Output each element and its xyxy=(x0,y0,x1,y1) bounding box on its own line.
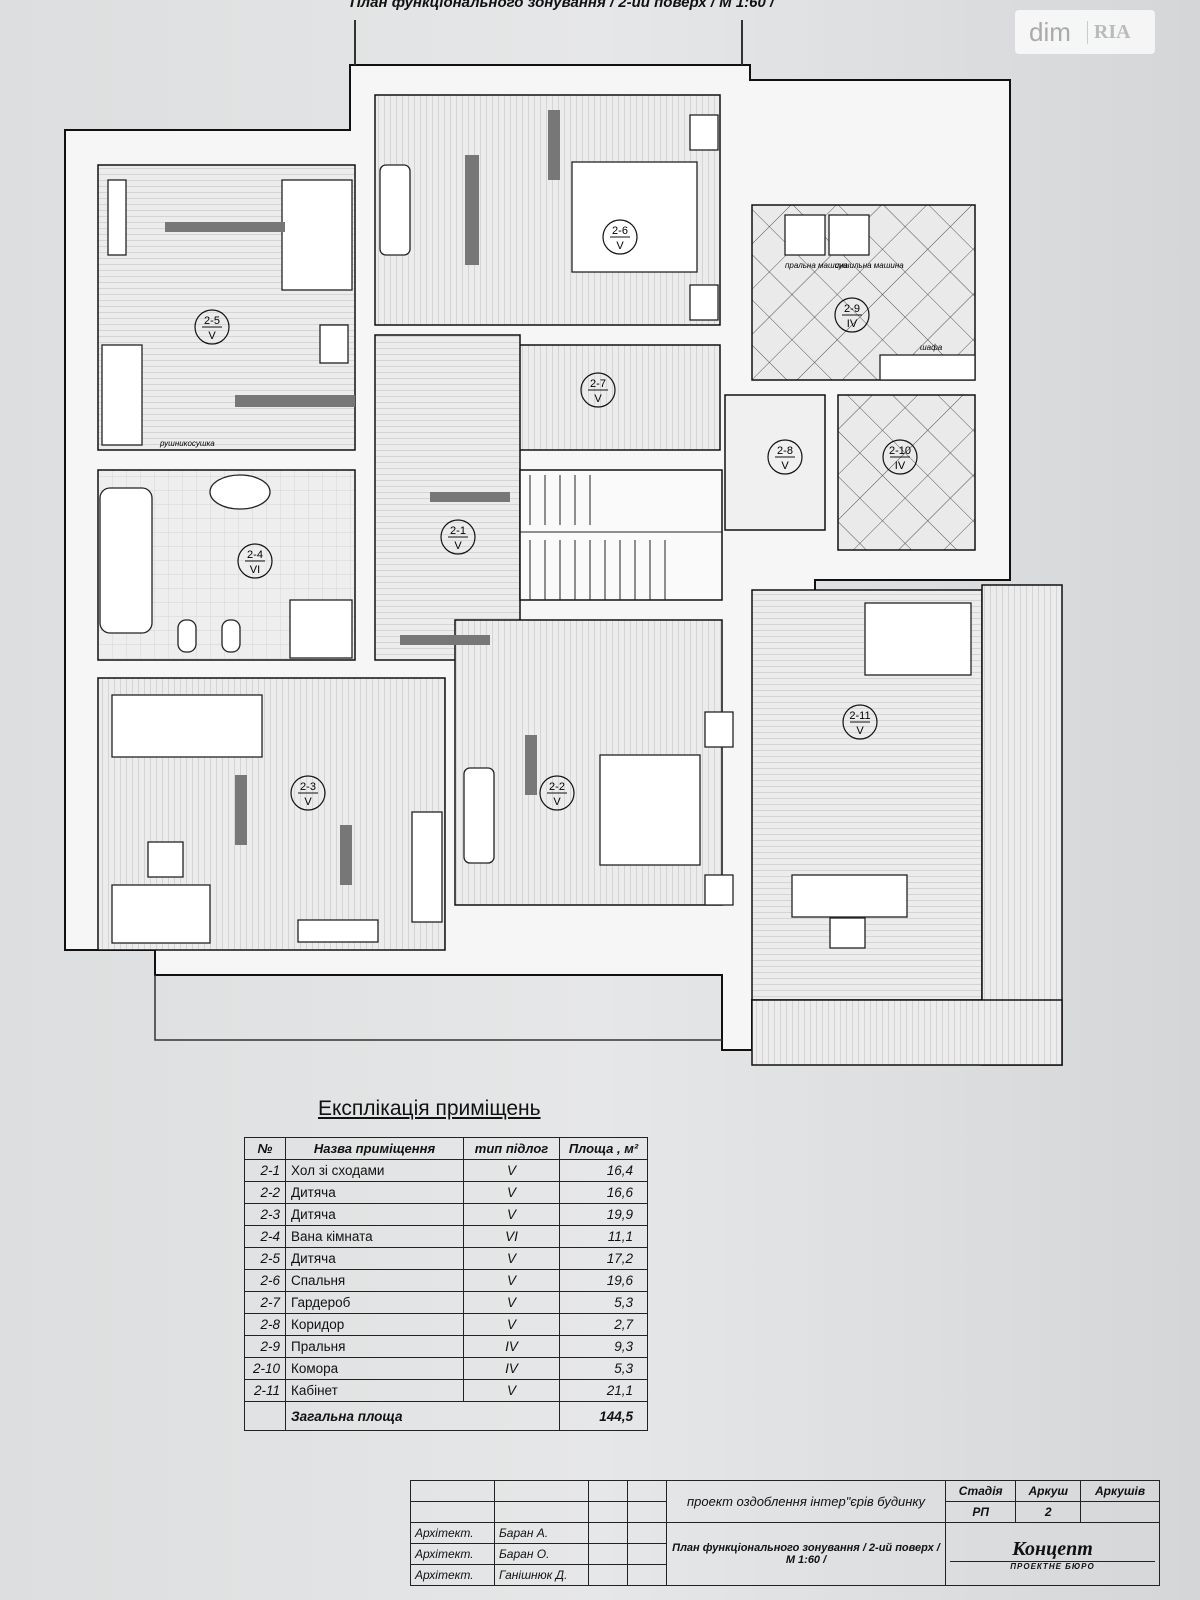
svg-text:VI: VI xyxy=(250,564,260,576)
room-tag-2-6: 2-6V xyxy=(602,219,638,255)
title-block: проект оздоблення інтер"єрів будинку Ста… xyxy=(410,1480,1160,1586)
svg-text:2-10: 2-10 xyxy=(889,445,911,457)
svg-text:2-8: 2-8 xyxy=(777,445,793,457)
room-tag-2-8: 2-8V xyxy=(767,439,803,475)
svg-text:2-7: 2-7 xyxy=(590,378,606,390)
room-tag-2-7: 2-7V xyxy=(580,372,616,408)
plan-title: План функціонального зонування / 2-ий по… xyxy=(350,0,775,11)
svg-text:V: V xyxy=(856,725,864,737)
svg-text:V: V xyxy=(208,330,216,342)
washer-label: пральна машина xyxy=(785,261,848,270)
svg-text:2-2: 2-2 xyxy=(549,781,565,793)
svg-text:V: V xyxy=(594,393,602,405)
room-tag-2-4: 2-4VI xyxy=(237,543,273,579)
svg-text:IV: IV xyxy=(847,318,858,330)
sheet-title: План функціонального зонування / 2-ий по… xyxy=(666,1522,946,1586)
svg-text:V: V xyxy=(781,460,789,472)
room-tag-2-1: 2-1V xyxy=(440,519,476,555)
room-tag-2-3: 2-3V xyxy=(290,775,326,811)
svg-text:2-4: 2-4 xyxy=(247,549,263,561)
explication-title: Експлікація приміщень xyxy=(318,1097,541,1120)
floor-plan: 2-1V2-2V2-3V2-4VI2-5V2-6V2-7V2-8V2-9IV2-… xyxy=(64,20,1063,1066)
room-tag-2-9: 2-9IV xyxy=(834,297,870,333)
svg-text:2-9: 2-9 xyxy=(844,303,860,315)
room-tag-2-2: 2-2V xyxy=(539,775,575,811)
project-name: проект оздоблення інтер"єрів будинку xyxy=(666,1480,946,1523)
svg-text:V: V xyxy=(454,540,462,552)
svg-text:2-5: 2-5 xyxy=(204,315,220,327)
dryer-label: сушильна машина xyxy=(835,261,904,270)
svg-text:V: V xyxy=(304,796,312,808)
svg-text:2-1: 2-1 xyxy=(450,525,466,537)
svg-text:IV: IV xyxy=(895,460,906,472)
room-tag-2-5: 2-5V xyxy=(194,309,230,345)
svg-text:2-3: 2-3 xyxy=(300,781,316,793)
svg-text:2-6: 2-6 xyxy=(612,225,628,237)
svg-text:V: V xyxy=(616,240,624,252)
svg-text:2-11: 2-11 xyxy=(849,710,870,722)
towel-dryer-label: рушникосушка xyxy=(159,439,215,448)
svg-text:V: V xyxy=(553,796,561,808)
room-tag-2-11: 2-11V xyxy=(842,704,878,740)
wardrobe-label: шафа xyxy=(920,343,943,352)
